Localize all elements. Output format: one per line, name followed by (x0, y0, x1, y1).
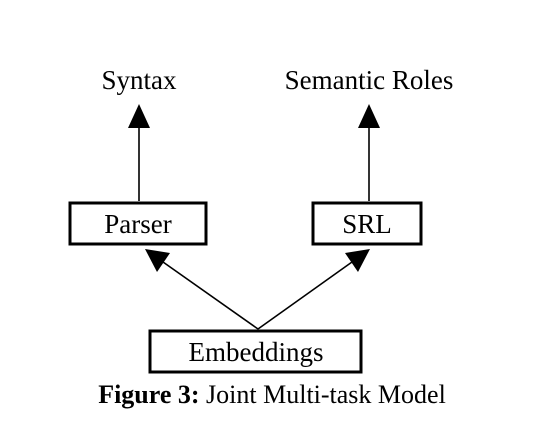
parser-arrowhead (145, 249, 170, 272)
parser-node: Parser (68, 201, 208, 246)
embeddings-to-srl-edge (257, 261, 353, 330)
figure-caption-text: Joint Multi-task Model (199, 380, 446, 409)
parser-label: Parser (104, 209, 171, 239)
figure-caption-label: Figure 3: (98, 380, 200, 409)
embeddings-label: Embeddings (189, 337, 324, 367)
parser-box (68, 201, 208, 246)
syntax-output-label: Syntax (101, 65, 177, 95)
semantic-roles-output-label: Semantic Roles (285, 65, 454, 95)
embeddings-node: Embeddings (148, 329, 363, 374)
srl-node: SRL (311, 201, 423, 246)
srl-arrowhead (345, 249, 370, 272)
figure-caption: Figure 3: Joint Multi-task Model (0, 378, 544, 412)
srl-box (311, 201, 423, 246)
syntax-arrowhead (128, 104, 150, 128)
embeddings-box (148, 329, 363, 374)
embeddings-to-parser-edge (162, 261, 259, 330)
srl-label: SRL (342, 209, 392, 239)
semantic-roles-arrowhead (358, 104, 380, 128)
